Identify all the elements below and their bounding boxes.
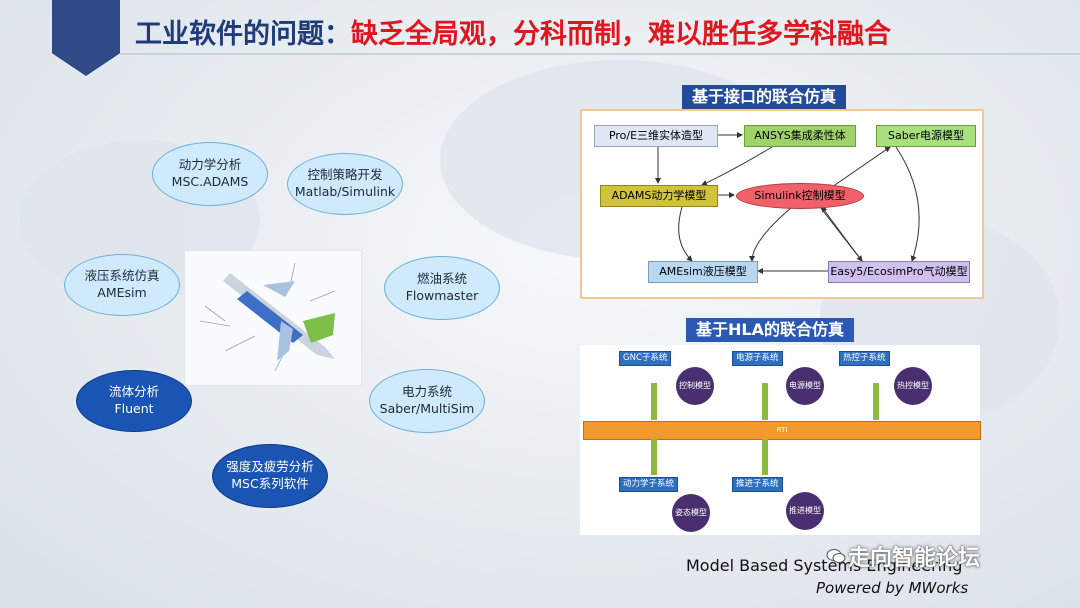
node-saber: Saber电源模型 xyxy=(876,125,976,147)
link-arrow-icon xyxy=(651,383,657,420)
bubble-line1: 液压系统仿真 xyxy=(84,268,160,284)
node-adams: ADAMS动力学模型 xyxy=(600,185,718,207)
bubble-strength: 强度及疲劳分析 MSC系列软件 xyxy=(212,444,328,508)
link-arrow-icon xyxy=(651,439,657,475)
bubble-line2: Saber/MultiSim xyxy=(379,401,475,416)
node-proe: Pro/E三维实体造型 xyxy=(594,125,718,147)
bubble-line2: MSC.ADAMS xyxy=(171,174,249,189)
interface-cosim-panel: Pro/E三维实体造型 ANSYS集成柔性体 Saber电源模型 ADAMS动力… xyxy=(580,109,984,299)
federate-top-3: 热控子系统 xyxy=(839,351,890,366)
bubble-line1: 流体分析 xyxy=(108,384,159,400)
title-divider xyxy=(120,53,1080,55)
model-circle-bottom-1: 姿态模型 xyxy=(672,494,710,532)
bubble-line1: 控制策略开发 xyxy=(307,167,383,183)
model-circle-top-3: 热控模型 xyxy=(894,367,932,405)
bubble-line2: AMEsim xyxy=(97,285,147,300)
model-circle-top-2: 电源模型 xyxy=(786,367,824,405)
node-easy5: Easy5/EcosimPro气动模型 xyxy=(828,261,970,283)
airplane-icon xyxy=(199,262,336,372)
watermark: 走向智能论坛 xyxy=(848,546,981,571)
footer-powered: Powered by MWorks xyxy=(816,579,969,597)
bubble-line1: 强度及疲劳分析 xyxy=(226,459,314,475)
bubble-line2: Flowmaster xyxy=(405,288,479,303)
federate-bottom-1: 动力学子系统 xyxy=(619,477,679,492)
bubble-line1: 燃油系统 xyxy=(416,271,467,287)
panel1-title: 基于接口的联合仿真 xyxy=(682,85,847,109)
federate-top-2: 电源子系统 xyxy=(732,351,783,366)
bubble-line2: MSC系列软件 xyxy=(231,476,309,491)
bubble-dynamics: 动力学分析 MSC.ADAMS xyxy=(152,142,268,206)
footer-mbse: Model Based Systems Engineering xyxy=(686,556,963,575)
slide-title: 工业软件的问题：缺乏全局观，分科而制，难以胜任多学科融合 xyxy=(135,12,891,51)
bubble-control: 控制策略开发 Matlab/Simulink xyxy=(287,153,403,215)
wechat-icon xyxy=(826,549,846,563)
node-simulink: Simulink控制模型 xyxy=(736,183,864,209)
airplane-image xyxy=(184,250,362,386)
node-amesim: AMEsim液压模型 xyxy=(648,261,758,283)
federate-bottom-2: 推进子系统 xyxy=(732,477,783,492)
bubble-hydraulic: 液压系统仿真 AMEsim xyxy=(64,254,180,316)
panel1-arrows xyxy=(655,132,920,274)
model-circle-bottom-2: 推进模型 xyxy=(786,492,824,530)
federate-top-1: GNC子系统 xyxy=(619,351,672,366)
node-ansys: ANSYS集成柔性体 xyxy=(744,125,856,147)
panel2-title: 基于HLA的联合仿真 xyxy=(686,318,854,342)
bubble-fluid: 流体分析 Fluent xyxy=(76,370,192,432)
rti-bus: RTI xyxy=(583,421,981,440)
bubble-power: 电力系统 Saber/MultiSim xyxy=(369,369,485,433)
model-circle-top-1: 控制模型 xyxy=(676,367,714,405)
bubble-line1: 电力系统 xyxy=(401,384,452,400)
title-part2: 缺乏全局观，分科而制，难以胜任多学科融合 xyxy=(351,19,891,50)
title-part1: 工业软件的问题： xyxy=(135,19,351,50)
link-arrow-icon xyxy=(762,439,768,475)
bubble-line2: Matlab/Simulink xyxy=(294,184,396,199)
link-arrow-icon xyxy=(873,383,879,420)
link-arrow-icon xyxy=(762,383,768,420)
bubble-line1: 动力学分析 xyxy=(178,157,242,173)
bubble-fuel: 燃油系统 Flowmaster xyxy=(384,256,500,320)
bubble-line2: Fluent xyxy=(114,401,154,416)
